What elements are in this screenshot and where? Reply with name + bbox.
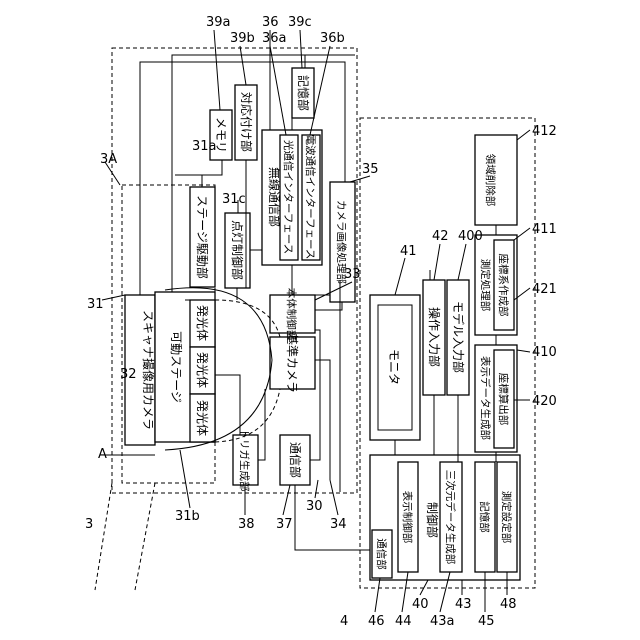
ref-35: 35	[362, 162, 379, 177]
ref-43: 43	[455, 597, 472, 612]
ref-42: 42	[432, 229, 449, 244]
ref-412: 412	[532, 124, 557, 139]
display-data-gen-label: 表示データ生成部	[479, 356, 492, 440]
emitter-label: 発光体	[195, 352, 209, 388]
optical-if-label: 光通信インターフェース	[282, 140, 295, 254]
monitor-label: モニタ	[387, 349, 401, 385]
operation-input-label: 操作入力部	[427, 307, 442, 367]
ref-31c: 31c	[222, 192, 246, 207]
ref-32: 32	[120, 367, 137, 382]
ref-37: 37	[276, 517, 293, 532]
ref-31: 31	[87, 297, 104, 312]
ref-411: 411	[532, 222, 557, 237]
display-control-label: 表示制御部	[401, 491, 414, 544]
ref-31b: 31b	[175, 509, 200, 524]
measure-processing-label: 測定処理部	[479, 259, 492, 312]
ref-41: 41	[400, 244, 417, 259]
association-label: 対応付け部	[239, 92, 254, 152]
ref-36a: 36a	[262, 31, 287, 46]
ref-46: 46	[368, 614, 385, 629]
ref-30: 30	[306, 499, 323, 514]
trigger-gen-label: トリガ生成部	[238, 429, 251, 492]
reference-camera-label: 基準カメラ	[285, 333, 300, 393]
ref-39c: 39c	[288, 15, 312, 30]
projection-line	[135, 483, 155, 590]
stage-drive-label: ステージ駆動部	[195, 195, 210, 279]
ref-44: 44	[395, 614, 412, 629]
ref-45: 45	[478, 614, 495, 629]
ref-34: 34	[330, 517, 347, 532]
ref-40: 40	[412, 597, 429, 612]
ref-3: 3	[85, 517, 93, 532]
ref-36b: 36b	[320, 31, 345, 46]
ref-48: 48	[500, 597, 517, 612]
three-d-gen-label: 三次元データ生成部	[444, 470, 457, 565]
ref-31a: 31a	[192, 139, 217, 154]
ref-3A: 3A	[100, 152, 117, 167]
ref-43a: 43a	[430, 614, 455, 629]
lighting-control-label: 点灯制御部	[230, 220, 245, 280]
comm-46-label: 通信部	[375, 538, 388, 570]
ref-410: 410	[532, 345, 557, 360]
coord-calc-label: 座標算出部	[497, 373, 510, 426]
comm-37-label: 通信部	[288, 442, 303, 478]
movable-stage-label: 可動ステージ	[169, 331, 183, 403]
ref-33: 33	[344, 267, 361, 282]
scanner-camera-label: スキャナ撮像用カメラ	[141, 310, 155, 430]
ref-38: 38	[238, 517, 255, 532]
control-label: 制御部	[425, 502, 440, 538]
storage-39c-label: 記憶部	[296, 75, 311, 111]
ref-421: 421	[532, 282, 557, 297]
ref-400: 400	[458, 229, 483, 244]
measure-setting-label: 測定設定部	[500, 491, 513, 544]
model-input-label: モデル入力部	[451, 301, 466, 373]
radio-if-label: 電波通信インターフェース	[304, 135, 317, 260]
ref-39a: 39a	[206, 15, 231, 30]
storage-45-label: 記憶部	[478, 501, 491, 533]
ref-36: 36	[262, 15, 279, 30]
region-delete-label: 領域削除部	[484, 154, 497, 207]
body-control-label: 本体制御部	[285, 288, 298, 341]
emitter-label: 発光体	[195, 400, 209, 436]
ref-39b: 39b	[230, 31, 255, 46]
ref-420: 420	[532, 394, 557, 409]
ref-4: 4	[340, 614, 348, 629]
projection-line	[95, 483, 112, 590]
coord-system-label: 座標系作成部	[497, 254, 510, 317]
emitter-label: 発光体	[195, 305, 209, 341]
